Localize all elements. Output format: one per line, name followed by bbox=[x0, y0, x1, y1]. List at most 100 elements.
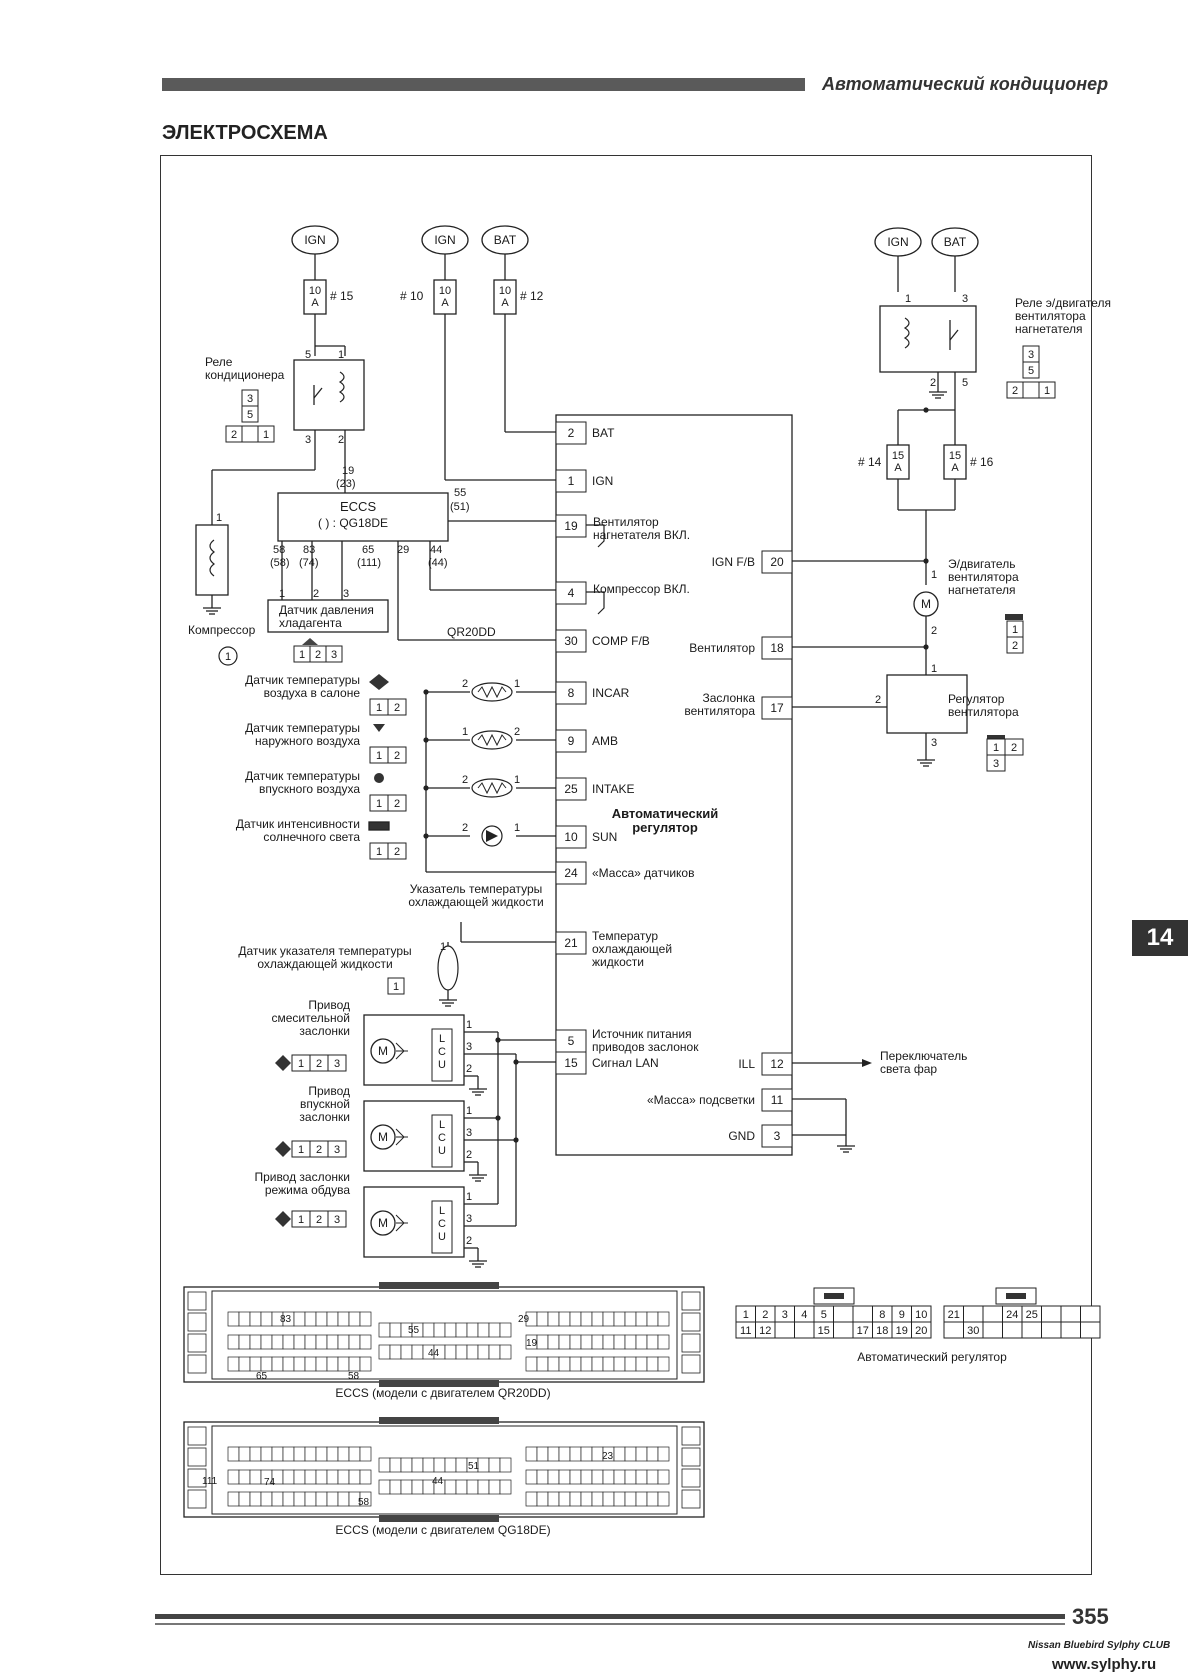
ecm-qg-conn-pin-cell bbox=[422, 1457, 435, 1473]
sensor-conn-cell-text: 1 bbox=[376, 750, 382, 762]
ecm-qr-conn-pin-cell bbox=[227, 1356, 240, 1372]
ecm-qg-conn-pin-cell bbox=[238, 1446, 251, 1462]
bat-oval-mid bbox=[481, 225, 529, 255]
ecm-pin44: 44 bbox=[430, 544, 442, 556]
ecm-qg-conn-pin-cell bbox=[389, 1479, 402, 1495]
ctrl-left-pin-name: IGN bbox=[592, 474, 613, 488]
ctrl-conn-tab-a-fill bbox=[824, 1293, 844, 1299]
ecm-qg-conn-pin-cell bbox=[477, 1457, 490, 1473]
ecm-qr-conn-pin-cell bbox=[444, 1322, 457, 1338]
ctrl-right-pin-box bbox=[761, 696, 793, 720]
ctrl-right-pin-num: 11 bbox=[771, 1093, 784, 1107]
ctrl-conn-b-cell-text: 21 bbox=[948, 1309, 960, 1321]
ecm-pin51: (51) bbox=[450, 501, 470, 513]
ctrl-left-pin-box bbox=[555, 581, 587, 605]
ctrl-conn-b-cell bbox=[1060, 1305, 1081, 1323]
junction-dot bbox=[513, 1137, 519, 1143]
actuator-pin1: 1 bbox=[466, 1191, 472, 1203]
actuator-pin1: 1 bbox=[466, 1019, 472, 1031]
ecm-qg-conn-pin-cell bbox=[547, 1446, 560, 1462]
ecm-qr-conn-pin-cell bbox=[580, 1334, 593, 1350]
junction-dot bbox=[513, 1059, 519, 1065]
sensor-conn-cell-text: 1 bbox=[376, 846, 382, 858]
sensor-pin-right: 2 bbox=[514, 726, 520, 738]
ctrl-left-pin-num: 21 bbox=[564, 936, 578, 950]
actuator-pin3: 3 bbox=[466, 1041, 472, 1053]
ecm-qg-conn-pin-cell bbox=[580, 1491, 593, 1507]
ecm-qr-conn-pin-cell bbox=[411, 1344, 424, 1360]
actuator-conn-key bbox=[275, 1055, 291, 1071]
sensor-conn-cell-text: 1 bbox=[376, 798, 382, 810]
relay-switch bbox=[313, 387, 323, 399]
ecm-qg-conn-pin-cell bbox=[613, 1491, 626, 1507]
ecm-qr-conn-pin-cell bbox=[657, 1311, 670, 1327]
ecm-qg-conn-pin-cell bbox=[635, 1446, 648, 1462]
incar-sensor-icon bbox=[369, 674, 389, 690]
coolant-pin: 1 bbox=[440, 941, 446, 953]
ecm-qg-conn-pin-cell bbox=[635, 1469, 648, 1485]
site-label: www.sylphy.ru bbox=[1052, 1656, 1157, 1673]
ecm-qr-conn-pin-cell bbox=[400, 1344, 413, 1360]
ecm-qr-conn-pin-cell bbox=[326, 1334, 339, 1350]
ecm-pin29: 29 bbox=[397, 544, 409, 556]
ac-relay-conn-cell-text: 5 bbox=[247, 409, 253, 421]
ecm-qr-conn-pin-cell bbox=[378, 1322, 391, 1338]
actuator-motor-icon-text: M bbox=[378, 1216, 388, 1230]
ecm-pin74: (74) bbox=[299, 557, 319, 569]
ecm-qr-conn-pin-cell bbox=[613, 1356, 626, 1372]
coolant-sensor bbox=[437, 945, 459, 991]
ecm-qg-conn-end-cell bbox=[681, 1447, 701, 1467]
ctrl-conn-b-cell bbox=[982, 1305, 1003, 1323]
ecm-qr-conn-end-cell bbox=[681, 1354, 701, 1374]
ecm-qr-pin58: 58 bbox=[348, 1371, 360, 1382]
actuator-conn-cell-text: 1 bbox=[298, 1144, 304, 1156]
ecm-qr-conn-pin-cell bbox=[315, 1311, 328, 1327]
ctrl-left-pin-box bbox=[555, 629, 587, 653]
ecm-qr-conn-pin-cell bbox=[477, 1322, 490, 1338]
ecm-qr-conn-pin-cell bbox=[238, 1311, 251, 1327]
ecm-qr-conn-pin-cell bbox=[635, 1311, 648, 1327]
ecm-qg-conn-pin-cell bbox=[591, 1469, 604, 1485]
ecm-qg-conn-pin-cell bbox=[260, 1491, 273, 1507]
junction-dot bbox=[423, 785, 429, 791]
ecm-qr-conn-pin-cell bbox=[348, 1311, 361, 1327]
ctrl-conn-a-cell-text: 18 bbox=[876, 1325, 888, 1337]
ctrl-right-pin-num: 12 bbox=[770, 1057, 784, 1071]
ecm-qr-conn-pin-cell bbox=[359, 1356, 372, 1372]
ecm-qg-conn-pin-cell bbox=[238, 1491, 251, 1507]
ecm-qr-conn-pin-cell bbox=[591, 1311, 604, 1327]
ctrl-left-pin-name: Сигнал LAN bbox=[592, 1056, 659, 1070]
ecm-qr-pin65: 65 bbox=[256, 1371, 268, 1382]
ecm-qg-conn-pin-cell bbox=[558, 1491, 571, 1507]
sensor-conn-cell-text: 2 bbox=[394, 702, 400, 714]
fuse-10-label: # 10 bbox=[400, 289, 424, 303]
fuse-15 bbox=[303, 279, 327, 315]
ctrl-conn-a-cell-text: 1 bbox=[743, 1309, 749, 1321]
ecm-qg-conn-pin-cell bbox=[227, 1446, 240, 1462]
ecm-qg-conn-pin-cell bbox=[249, 1491, 262, 1507]
actuator-conn-cell-text: 1 bbox=[298, 1058, 304, 1070]
blower-motor-icon-text: M bbox=[921, 597, 931, 611]
ctrl-conn-b-cell bbox=[1060, 1321, 1081, 1339]
sun-sensor-icon bbox=[368, 821, 390, 831]
ctrl-conn-caption: Автоматический регулятор bbox=[857, 1350, 1007, 1364]
fan-relay-conn-cell bbox=[1022, 381, 1040, 399]
ecm-qr-conn-pin-cell bbox=[433, 1322, 446, 1338]
regulator-conn-cell bbox=[986, 754, 1006, 772]
ecm-qg-conn-pin-cell bbox=[455, 1479, 468, 1495]
ecm-qg-conn-inner bbox=[211, 1425, 678, 1515]
regulator-conn-tab bbox=[987, 735, 1005, 739]
ecm-qg-conn-pin-cell bbox=[444, 1479, 457, 1495]
header-bar bbox=[162, 78, 805, 91]
ctrl-conn-a-cell bbox=[833, 1305, 854, 1323]
ecm-qg-conn-pin-cell bbox=[591, 1491, 604, 1507]
ecm-qg-conn-pin-cell bbox=[624, 1491, 637, 1507]
ctrl-left-pin-num: 9 bbox=[568, 734, 575, 748]
ctrl-left-pin-box bbox=[555, 469, 587, 493]
ctrl-conn-a-cell bbox=[852, 1305, 873, 1323]
ecm-qr20dd: QR20DD bbox=[447, 625, 496, 639]
